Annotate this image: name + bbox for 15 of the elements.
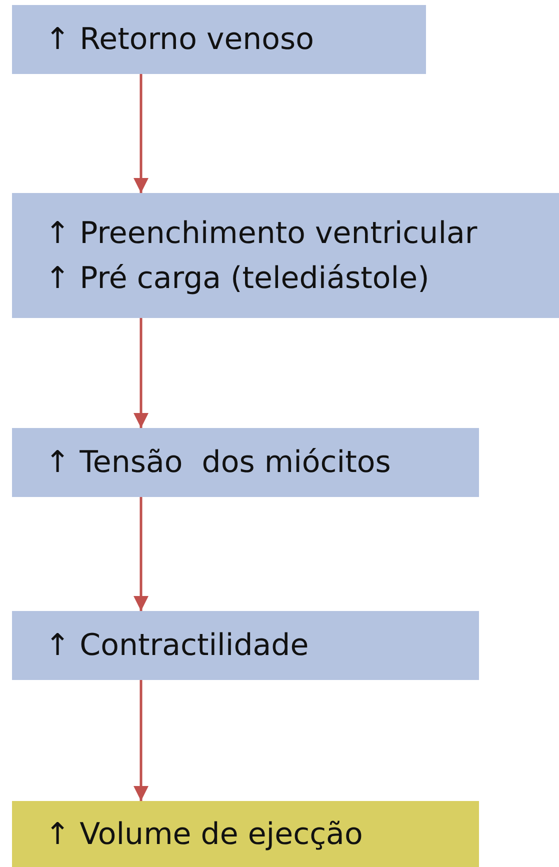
- process-box: [12, 5, 426, 74]
- box-label: ↑ Volume de ejecção: [45, 816, 364, 854]
- arrow: [134, 680, 148, 801]
- box-label: ↑ Pré carga (telediástole): [45, 260, 430, 298]
- arrow: [134, 318, 148, 428]
- box-label: ↑ Tensão dos miócitos: [45, 444, 392, 482]
- arrow: [134, 74, 148, 193]
- process-box: [12, 428, 479, 497]
- arrow: [134, 497, 148, 611]
- process-box: [12, 193, 559, 318]
- box-label: ↑ Retorno venoso: [45, 21, 316, 59]
- box-label: ↑ Preenchimento ventricular: [45, 214, 478, 252]
- process-box: [12, 611, 479, 680]
- box-label: ↑ Contractilidade: [45, 627, 310, 665]
- process-box: [12, 801, 479, 867]
